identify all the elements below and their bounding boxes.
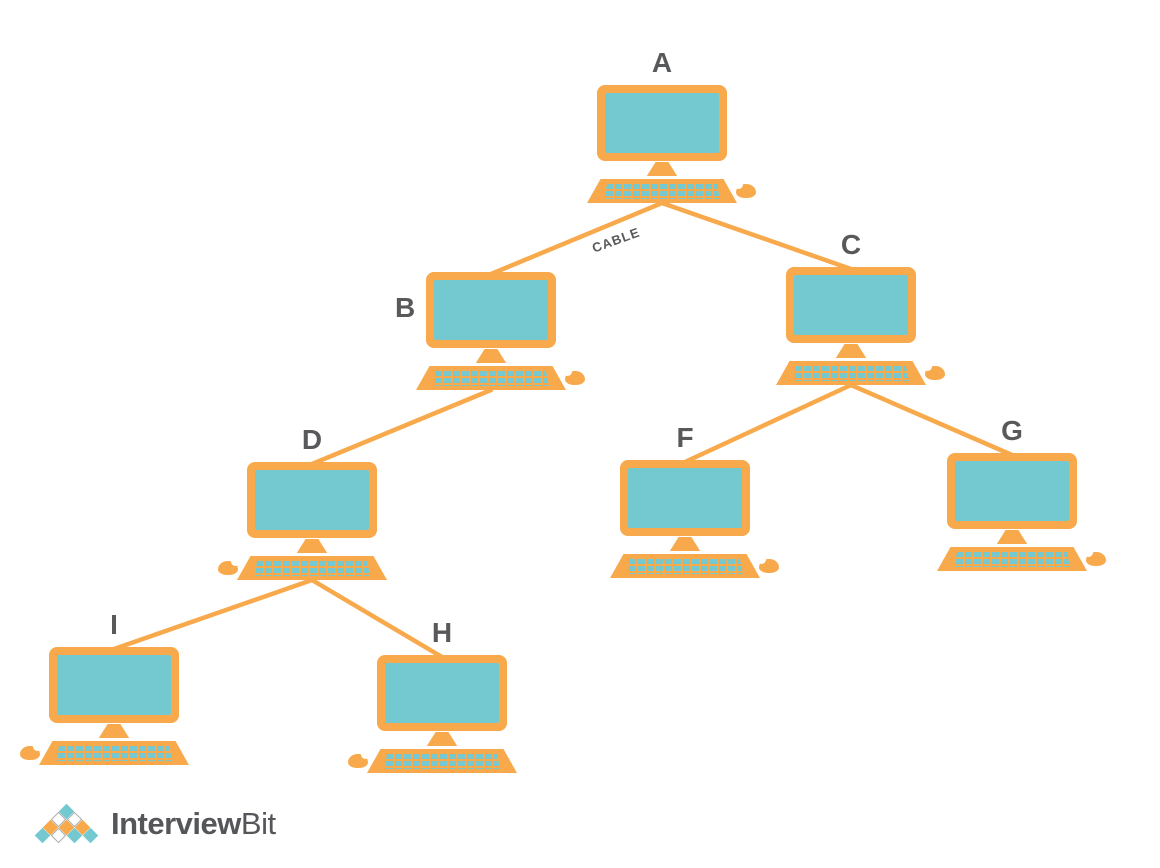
- cable-A-B: [488, 200, 665, 277]
- node-label-C: C: [840, 229, 862, 260]
- monitor-icon: [620, 460, 750, 536]
- logo-text-interview: Interview: [111, 806, 241, 841]
- monitor-screen: [434, 280, 548, 340]
- monitor-icon: [947, 453, 1077, 529]
- monitor-icon: [377, 655, 507, 731]
- monitor-stand: [426, 732, 458, 746]
- keyboard-icon: [416, 366, 566, 390]
- mouse-icon: [348, 750, 370, 768]
- keyboard-icon: [587, 179, 737, 203]
- mouse-icon: [20, 742, 42, 760]
- keyboard-icon: [237, 556, 387, 580]
- monitor-screen: [385, 663, 499, 723]
- keyboard-icon: [937, 547, 1087, 571]
- node-label-I: I: [110, 609, 118, 640]
- monitor-stand: [475, 349, 507, 363]
- keyboard-icon: [776, 361, 926, 385]
- cable-B-D: [309, 387, 494, 467]
- logo-text-bit: Bit: [240, 806, 276, 841]
- keyboard-keys: [604, 182, 720, 199]
- node-label-B: B: [395, 292, 416, 323]
- keyboard-keys: [254, 559, 370, 576]
- computer-node-H: H: [348, 619, 522, 773]
- monitor-icon: [49, 647, 179, 723]
- monitor-icon: [426, 272, 556, 348]
- mouse-icon: [1084, 548, 1106, 566]
- keyboard-icon: [610, 554, 760, 578]
- monitor-stand: [98, 724, 130, 738]
- keyboard-keys: [384, 752, 500, 769]
- interviewbit-logo-text: InterviewBit: [111, 803, 276, 845]
- computer-node-B: B: [395, 272, 585, 390]
- cable-D-H: [309, 577, 445, 660]
- keyboard-keys: [793, 364, 909, 381]
- cable-C-F: [682, 382, 854, 465]
- node-label-D: D: [301, 424, 323, 455]
- monitor-screen: [628, 468, 742, 528]
- computer-node-G: G: [932, 417, 1106, 571]
- cable-D-I: [111, 577, 315, 652]
- node-label-A: A: [651, 47, 673, 78]
- monitor-stand: [669, 537, 701, 551]
- keyboard-icon: [39, 741, 189, 765]
- mouse-icon: [734, 180, 756, 198]
- monitor-stand: [646, 162, 678, 176]
- keyboard-keys: [627, 557, 743, 574]
- monitor-screen: [255, 470, 369, 530]
- node-label-H: H: [431, 617, 453, 648]
- monitor-screen: [605, 93, 719, 153]
- keyboard-keys: [433, 369, 549, 386]
- node-label-G: G: [1001, 415, 1023, 446]
- monitor-screen: [794, 275, 908, 335]
- monitor-icon: [786, 267, 916, 343]
- monitor-stand: [835, 344, 867, 358]
- monitor-screen: [57, 655, 171, 715]
- computer-node-I: I: [20, 611, 194, 765]
- keyboard-icon: [367, 749, 517, 773]
- computer-node-A: A: [582, 49, 756, 203]
- cable-A-C: [659, 200, 854, 272]
- monitor-icon: [597, 85, 727, 161]
- mouse-icon: [757, 555, 779, 573]
- computer-node-F: F: [605, 424, 779, 578]
- interviewbit-diamond-logo-icon: [33, 803, 99, 845]
- interviewbit-logo: InterviewBit: [33, 800, 276, 848]
- monitor-stand: [996, 530, 1028, 544]
- monitor-screen: [955, 461, 1069, 521]
- cable-C-G: [848, 382, 1015, 458]
- monitor-icon: [247, 462, 377, 538]
- mouse-icon: [218, 557, 240, 575]
- computer-node-D: D: [218, 426, 392, 580]
- keyboard-keys: [954, 550, 1070, 567]
- mouse-icon: [923, 362, 945, 380]
- computer-node-C: C: [771, 231, 945, 385]
- node-label-F: F: [676, 422, 694, 453]
- keyboard-keys: [56, 744, 172, 761]
- monitor-stand: [296, 539, 328, 553]
- mouse-icon: [563, 367, 585, 385]
